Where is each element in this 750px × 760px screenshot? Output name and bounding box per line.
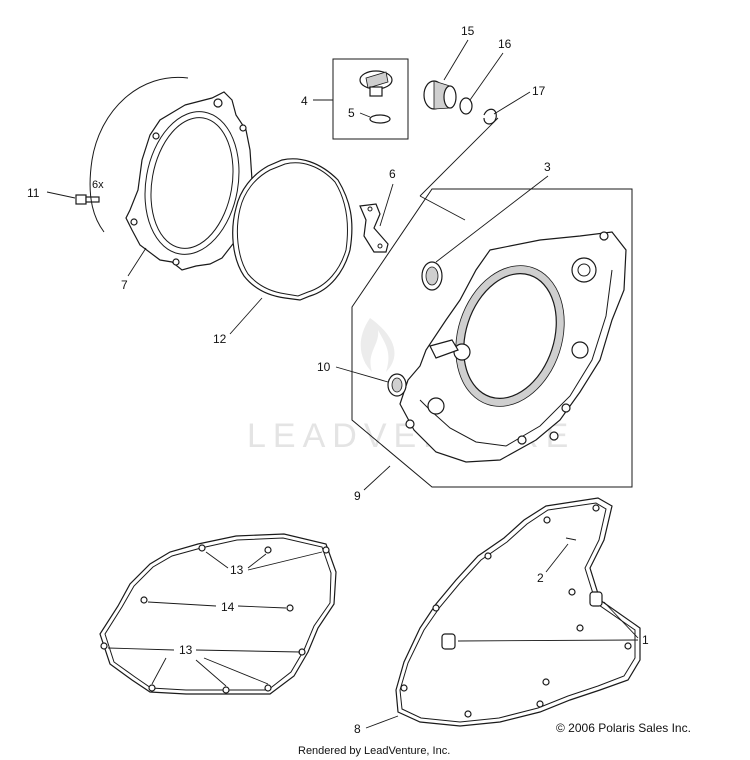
part-2-pin <box>565 537 577 541</box>
callout-11: 11 <box>27 186 40 200</box>
part-9-clutch-cover <box>399 231 627 463</box>
callout-3: 3 <box>544 160 551 174</box>
callout-17: 17 <box>532 84 546 98</box>
callout-16: 16 <box>498 37 512 51</box>
callout-6: 6 <box>389 167 396 181</box>
callout-10: 10 <box>317 360 331 374</box>
callout-14: 14 <box>221 600 235 614</box>
part-9-box <box>351 188 633 488</box>
callout-13-bottom: 13 <box>179 643 193 657</box>
part-4-filler-cap <box>359 70 393 97</box>
part-6-bracket <box>359 203 389 253</box>
part-10-seal <box>387 373 407 397</box>
part-4-box <box>332 58 409 140</box>
callout-12: 12 <box>213 332 227 346</box>
part-11-bolt <box>75 194 100 205</box>
part-1-dowels <box>441 591 603 650</box>
part-3-seal <box>421 261 443 291</box>
callout-15: 15 <box>461 24 475 38</box>
callout-8: 8 <box>354 722 361 736</box>
part-5-o-ring <box>369 114 391 124</box>
copyright-text: © 2006 Polaris Sales Inc. <box>556 721 691 735</box>
part-8-outer-gasket <box>395 497 641 727</box>
callout-5: 5 <box>348 106 355 120</box>
part-12-cover-gasket <box>232 158 353 301</box>
callout-4: 4 <box>301 94 308 108</box>
callout-6x: 6x <box>92 179 104 191</box>
part-7-outer-cover <box>89 76 253 271</box>
callout-1: 1 <box>642 633 649 647</box>
callout-13-top: 13 <box>230 563 244 577</box>
part-14-inner-gasket <box>99 533 337 695</box>
callout-2: 2 <box>537 571 544 585</box>
callout-7: 7 <box>121 278 128 292</box>
part-16-o-ring <box>459 97 473 115</box>
part-15-plug <box>423 80 457 110</box>
part-17-circlip <box>483 108 497 125</box>
rendered-by-text: Rendered by LeadVenture, Inc. <box>298 745 450 757</box>
callout-9: 9 <box>354 489 361 503</box>
